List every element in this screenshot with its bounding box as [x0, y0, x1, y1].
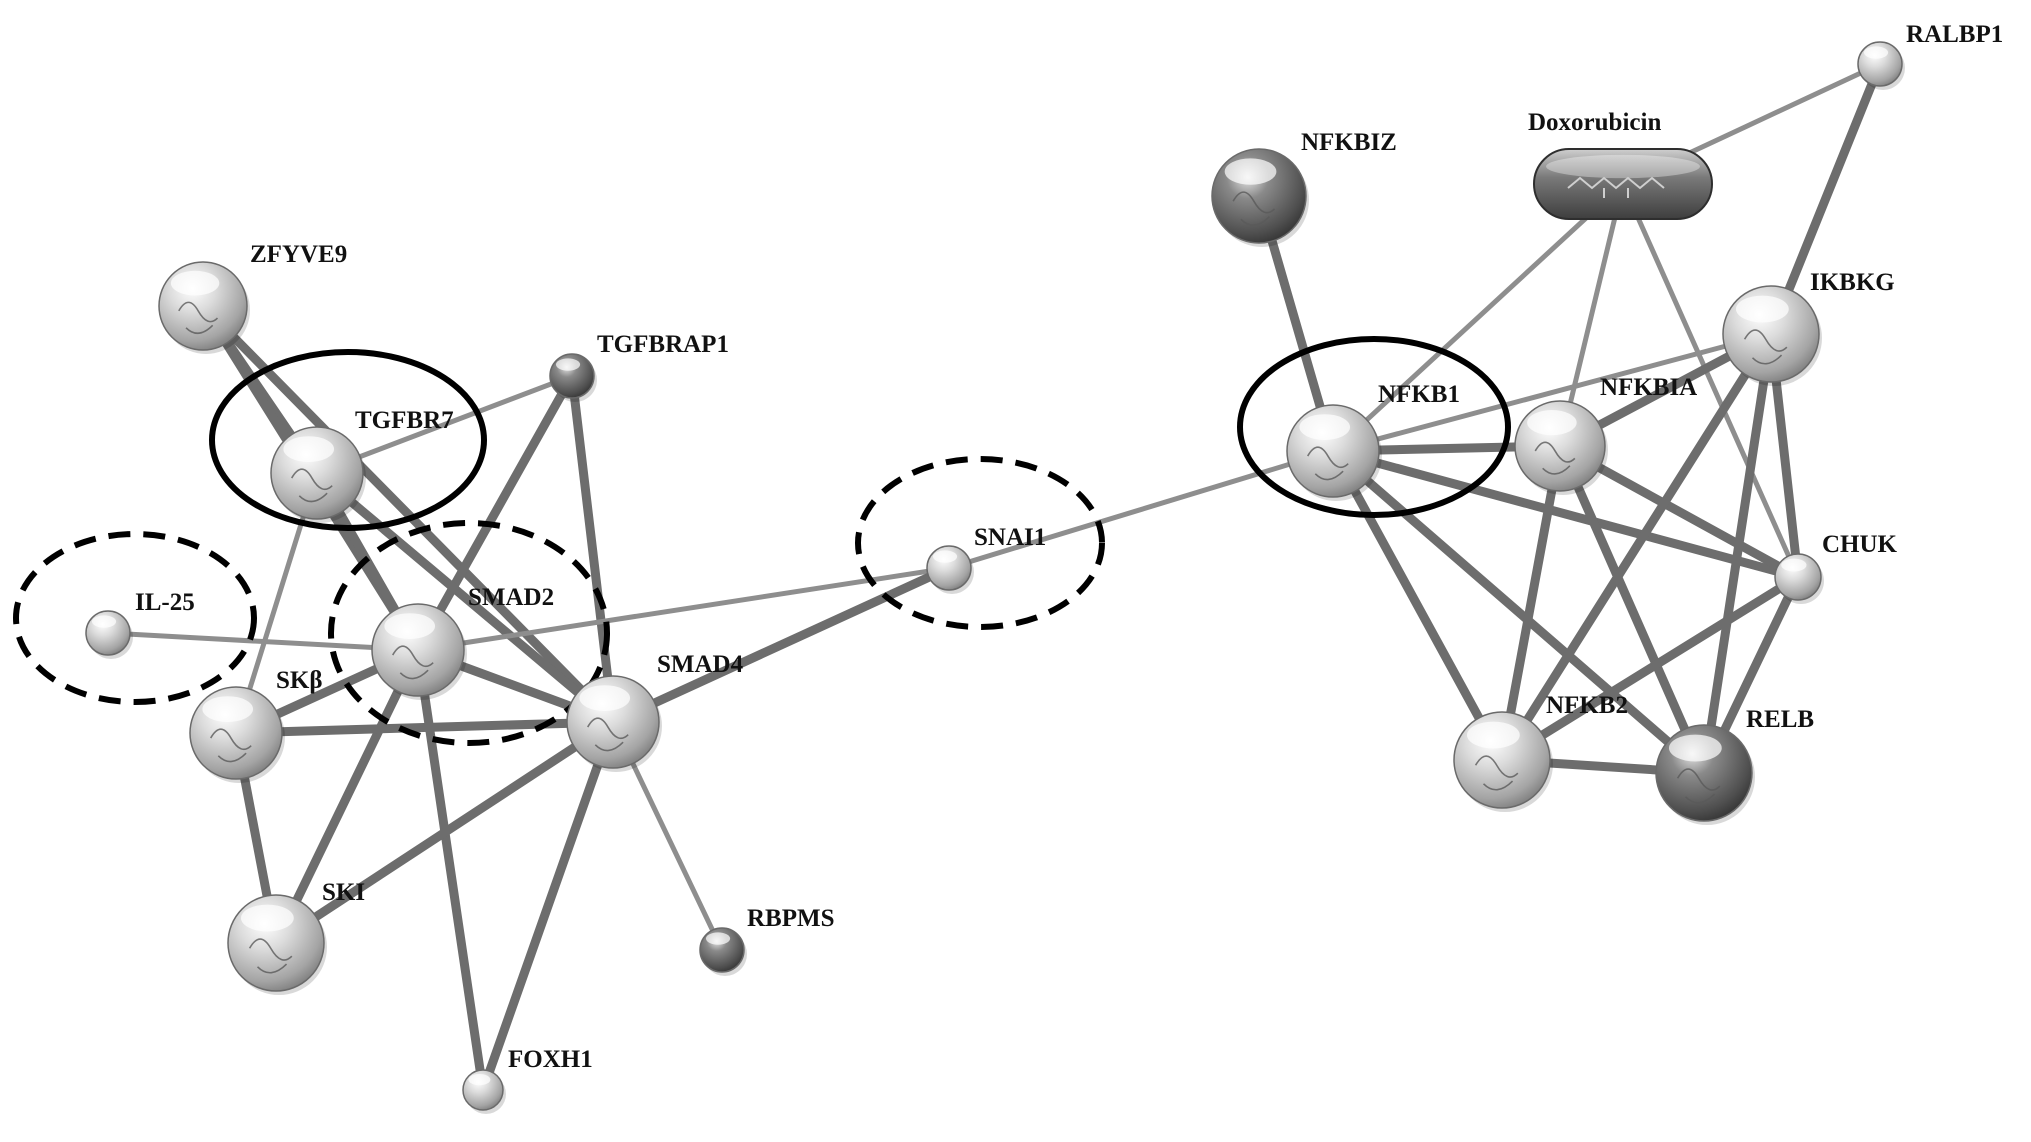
- edge-smad2-foxh1: [413, 645, 488, 1095]
- edge-tgfbr7-smad4: [312, 468, 618, 727]
- node-label-tgfbrap1: TGFBRAP1: [597, 331, 729, 358]
- edge-ikbkg-relb: [1699, 329, 1776, 778]
- node-label-smad2: SMAD2: [468, 584, 554, 611]
- highlight-solid-tgfbr7: [209, 349, 487, 531]
- node-smad4[interactable]: [566, 675, 662, 772]
- edge-zfyve9-smad4: [198, 301, 618, 727]
- node-label-smad4: SMAD4: [657, 651, 744, 678]
- node-ski[interactable]: [227, 894, 327, 995]
- edge-doxorubicin-nfkb1: [1330, 181, 1626, 454]
- node-label-rbpms: RBPMS: [747, 905, 835, 932]
- node-rbpms[interactable]: [699, 927, 747, 976]
- edge-nfkbia-relb: [1555, 441, 1709, 778]
- edge-nfkb1-nfkb2: [1328, 446, 1507, 765]
- node-nfkbiz[interactable]: [1211, 148, 1309, 247]
- node-tgfbrap1[interactable]: [549, 353, 597, 402]
- highlight-dashed-il-25: [13, 531, 257, 705]
- node-smad2[interactable]: [371, 603, 467, 700]
- edge-doxorubicin-chuk: [1620, 181, 1801, 580]
- node-ralbp1[interactable]: [1857, 41, 1905, 90]
- node-nfkb2[interactable]: [1453, 711, 1553, 812]
- highlight-dashed-smad2: [328, 520, 610, 746]
- node-nfkb1[interactable]: [1286, 404, 1382, 501]
- node-label-zfyve9: ZFYVE9: [250, 241, 347, 268]
- edge-tgfbrap1-smad4: [567, 371, 618, 727]
- node-label-il-25: IL-25: [135, 589, 195, 616]
- node-doxorubicin[interactable]: [1533, 148, 1713, 220]
- edge-smad2-ski: [271, 645, 423, 948]
- nodes-layer: [85, 41, 1905, 1114]
- node-label-nfkbiz: NFKBIZ: [1301, 129, 1397, 156]
- node-chuk[interactable]: [1774, 553, 1824, 604]
- edge-chuk-nfkb2: [1497, 572, 1803, 765]
- node-ikbkg[interactable]: [1722, 285, 1822, 386]
- node-label-snai1: SNAI1: [974, 524, 1046, 551]
- highlight-solid-nfkb1: [1237, 336, 1511, 518]
- node-nfkbia[interactable]: [1514, 400, 1608, 495]
- edge-nfkb1-chuk: [1328, 446, 1803, 582]
- node-label-doxorubicin: Doxorubicin: [1528, 109, 1661, 136]
- edge-skb-smad4: [231, 717, 618, 738]
- node-snai1[interactable]: [926, 545, 974, 594]
- node-label-foxh1: FOXH1: [508, 1046, 593, 1073]
- edge-nfkbia-nfkb2: [1497, 441, 1565, 765]
- edge-tgfbrap1-smad2: [413, 371, 577, 655]
- edge-nfkb1-relb: [1328, 446, 1709, 778]
- highlights-layer: [13, 336, 1511, 746]
- node-label-ski: SKI: [322, 879, 365, 906]
- node-label-nfkb1: NFKB1: [1378, 381, 1460, 408]
- node-label-ralbp1: RALBP1: [1906, 21, 2003, 48]
- edge-ikbkg-nfkb2: [1497, 329, 1776, 765]
- node-label-nfkbia: NFKBIA: [1600, 374, 1697, 401]
- node-label-chuk: CHUK: [1822, 531, 1898, 558]
- node-tgfbr7[interactable]: [270, 426, 366, 523]
- node-label-relb: RELB: [1746, 706, 1814, 733]
- node-skb[interactable]: [189, 686, 285, 783]
- edge-smad2-snai1: [415, 565, 952, 653]
- edge-il-25-smad2: [105, 630, 421, 653]
- edge-smad4-ski: [271, 717, 618, 948]
- node-label-skb: SKβ: [276, 667, 323, 694]
- node-relb[interactable]: [1655, 724, 1755, 825]
- edge-snai1-nfkb1: [946, 448, 1336, 571]
- edge-smad4-foxh1: [478, 717, 618, 1095]
- node-label-nfkb2: NFKB2: [1546, 692, 1628, 719]
- node-label-tgfbr7: TGFBR7: [355, 407, 454, 434]
- node-zfyve9[interactable]: [158, 261, 250, 354]
- highlight-dashed-snai1: [855, 456, 1105, 630]
- node-foxh1[interactable]: [462, 1069, 506, 1114]
- node-label-ikbkg: IKBKG: [1810, 269, 1895, 296]
- edge-smad4-snai1: [608, 563, 954, 727]
- node-il-25[interactable]: [85, 610, 133, 659]
- edge-nfkb1-ikbkg: [1330, 331, 1774, 454]
